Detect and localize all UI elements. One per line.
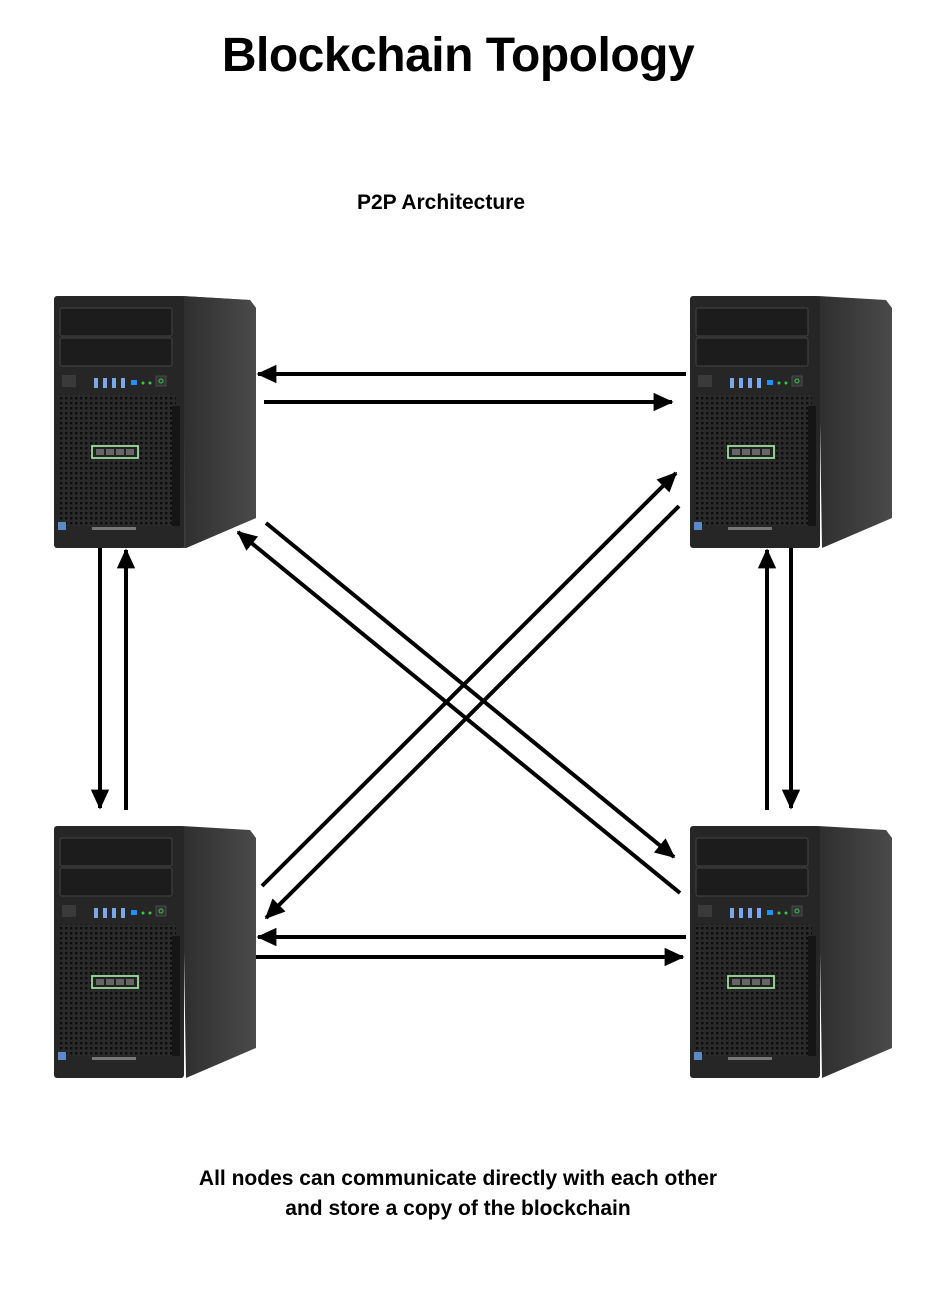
tower-server-icon bbox=[690, 826, 892, 1078]
diagram-title: Blockchain Topology bbox=[221, 29, 695, 82]
arrow-top-left-to-bottom-right bbox=[264, 521, 676, 859]
server-graphic bbox=[54, 296, 256, 548]
caption-line-2: and store a copy of the blockchain bbox=[285, 1197, 631, 1220]
caption-line-1: All nodes can communicate directly with … bbox=[198, 1167, 718, 1190]
tower-server-icon bbox=[54, 826, 256, 1078]
arrow-bottom-left-to-top-right bbox=[260, 471, 678, 888]
arrow-bottom-right-to-top-left bbox=[236, 530, 682, 895]
diagram-caption: All nodes can communicate directly with … bbox=[0, 1164, 916, 1224]
diagram-subtitle: P2P Architecture bbox=[356, 191, 526, 214]
arrow-top-right-to-bottom-left bbox=[264, 504, 681, 920]
tower-server-icon bbox=[690, 296, 892, 548]
tower-server-icon bbox=[54, 296, 256, 548]
